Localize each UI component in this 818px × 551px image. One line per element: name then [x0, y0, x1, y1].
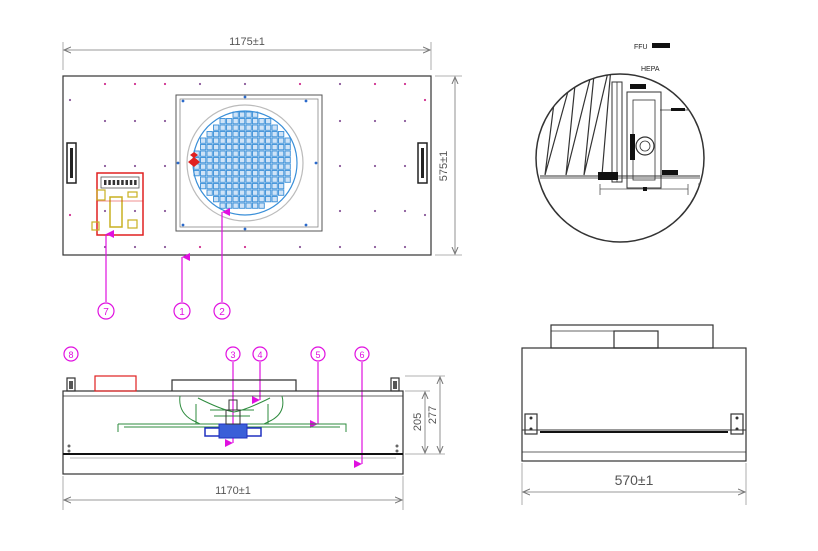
svg-text:5: 5 — [315, 350, 320, 360]
side-width-label: 570±1 — [615, 472, 654, 488]
front-corner-brackets — [67, 444, 399, 453]
side-width-dimension: 570±1 — [521, 463, 747, 505]
front-fan-frame — [117, 395, 347, 432]
fan-plate-outer — [175, 94, 323, 232]
front-left-hook — [66, 377, 76, 392]
right-handle — [417, 142, 428, 184]
callout-7: 7 — [97, 302, 115, 320]
top-panel-outline — [62, 75, 432, 256]
front-inner-height-label: 205 — [412, 413, 424, 431]
front-leaders — [225, 362, 363, 468]
front-width-label: 1170±1 — [215, 485, 251, 497]
front-right-hook — [390, 377, 400, 392]
svg-text:2: 2 — [219, 307, 225, 318]
svg-text:6: 6 — [359, 350, 364, 360]
front-width-dimension: 1170±1 — [62, 476, 404, 510]
front-fan-housing — [171, 379, 297, 391]
fan-housing — [186, 104, 304, 222]
hepa-pleats — [544, 74, 613, 176]
top-width-dimension: 1175±1 — [62, 36, 432, 70]
callout-5: 5 — [310, 346, 326, 362]
detail-ffu-tag — [652, 43, 670, 48]
fan-connector-icon — [188, 152, 200, 167]
top-view: 1175±1 575±1 — [62, 36, 462, 302]
top-height-dimension: 575±1 — [435, 75, 462, 256]
callout-8: 8 — [63, 346, 79, 362]
callout-1: 1 — [173, 302, 191, 320]
top-leaders — [105, 208, 230, 302]
svg-text:4: 4 — [257, 350, 262, 360]
top-width-label: 1175±1 — [229, 36, 265, 48]
top-height-label: 575±1 — [438, 151, 450, 182]
side-top-housing — [550, 324, 714, 349]
fan-grille — [193, 111, 291, 209]
detail-label-ffu: FFU — [634, 44, 648, 51]
svg-text:1: 1 — [179, 307, 185, 318]
front-height-dimensions: 205 277 — [405, 375, 445, 455]
side-view: 570±1 — [521, 324, 747, 505]
callouts: 7 1 2 8 3 4 5 6 — [63, 302, 370, 362]
front-view: 205 277 1170±1 — [62, 362, 445, 510]
left-handle — [66, 142, 77, 184]
detail-view: FFU HEPA — [535, 43, 705, 243]
control-box — [91, 172, 144, 236]
callout-3: 3 — [225, 346, 241, 362]
front-total-height-label: 277 — [427, 406, 439, 424]
side-brackets — [524, 413, 744, 435]
svg-text:8: 8 — [68, 350, 73, 360]
callout-6: 6 — [354, 346, 370, 362]
fan-plate-inner — [179, 98, 319, 228]
svg-text:3: 3 — [230, 350, 235, 360]
callout-2: 2 — [213, 302, 231, 320]
svg-text:7: 7 — [103, 307, 109, 318]
front-motor — [204, 399, 262, 439]
side-body — [521, 347, 747, 462]
detail-label-hepa: HEPA — [641, 66, 660, 73]
front-control-box — [94, 375, 137, 392]
callout-4: 4 — [252, 346, 268, 362]
detail-circle — [535, 73, 705, 243]
front-body — [62, 390, 404, 475]
